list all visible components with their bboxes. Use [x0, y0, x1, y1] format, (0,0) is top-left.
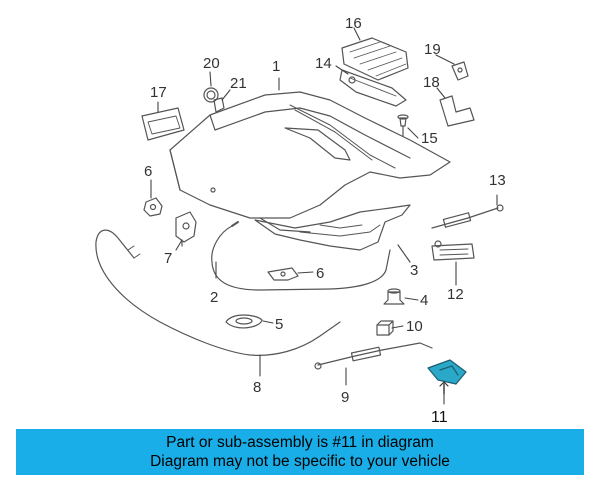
- callout-21: 21: [230, 75, 247, 92]
- callout-3: 3: [410, 262, 418, 279]
- release-handle[interactable]: [225, 314, 263, 329]
- gas-strut[interactable]: [314, 342, 433, 370]
- vent-grille[interactable]: [341, 37, 409, 81]
- clip[interactable]: [376, 320, 394, 336]
- hood-hinge-highlight[interactable]: [427, 359, 467, 395]
- callout-19: 19: [424, 41, 441, 58]
- callout-2: 2: [210, 289, 218, 306]
- screw[interactable]: [397, 114, 409, 137]
- bracket-lower[interactable]: [267, 267, 299, 281]
- callout-9: 9: [341, 389, 349, 406]
- hood-lock[interactable]: [175, 211, 197, 247]
- fastener[interactable]: [213, 97, 225, 113]
- callout-1: 1: [272, 58, 280, 75]
- banner-line-2: Diagram may not be specific to your vehi…: [150, 453, 450, 470]
- leader-lines: [150, 27, 498, 405]
- callout-5: 5: [275, 316, 283, 333]
- callout-6-lower: 6: [316, 265, 324, 282]
- callout-13: 13: [489, 172, 506, 189]
- release-cable[interactable]: [211, 225, 391, 291]
- hood-support[interactable]: [431, 204, 504, 229]
- bracket-upper[interactable]: [143, 197, 163, 217]
- callout-10: 10: [406, 318, 423, 335]
- hood-panel[interactable]: [169, 91, 451, 233]
- badge-holder[interactable]: [141, 107, 185, 141]
- callout-11: 11: [431, 409, 448, 426]
- callout-20: 20: [203, 55, 220, 72]
- callout-16: 16: [345, 15, 362, 32]
- grille-insert[interactable]: [339, 69, 407, 107]
- callout-8: 8: [253, 379, 261, 396]
- clip-19[interactable]: [451, 61, 469, 81]
- release-cable-long[interactable]: [95, 229, 341, 356]
- emblem[interactable]: [203, 87, 219, 103]
- callout-17: 17: [150, 84, 167, 101]
- callout-18: 18: [423, 74, 440, 91]
- hood-inner-frame[interactable]: [254, 204, 411, 251]
- hood-hinge[interactable]: [431, 240, 475, 261]
- bumper-stop[interactable]: [383, 288, 405, 305]
- callout-7: 7: [164, 250, 172, 267]
- callout-6-upper: 6: [144, 163, 152, 180]
- bracket-18[interactable]: [439, 95, 475, 127]
- callout-4: 4: [420, 292, 428, 309]
- callout-15: 15: [421, 130, 438, 147]
- callout-12: 12: [447, 286, 464, 303]
- callout-labels: 1 2 3 4 5 6 6 7 8 9 10 11 12 13 14 15 16…: [144, 15, 506, 426]
- callout-14: 14: [315, 55, 332, 72]
- banner-line-1: Part or sub-assembly is #11 in diagram: [166, 434, 434, 451]
- info-banner: Part or sub-assembly is #11 in diagram D…: [16, 429, 584, 475]
